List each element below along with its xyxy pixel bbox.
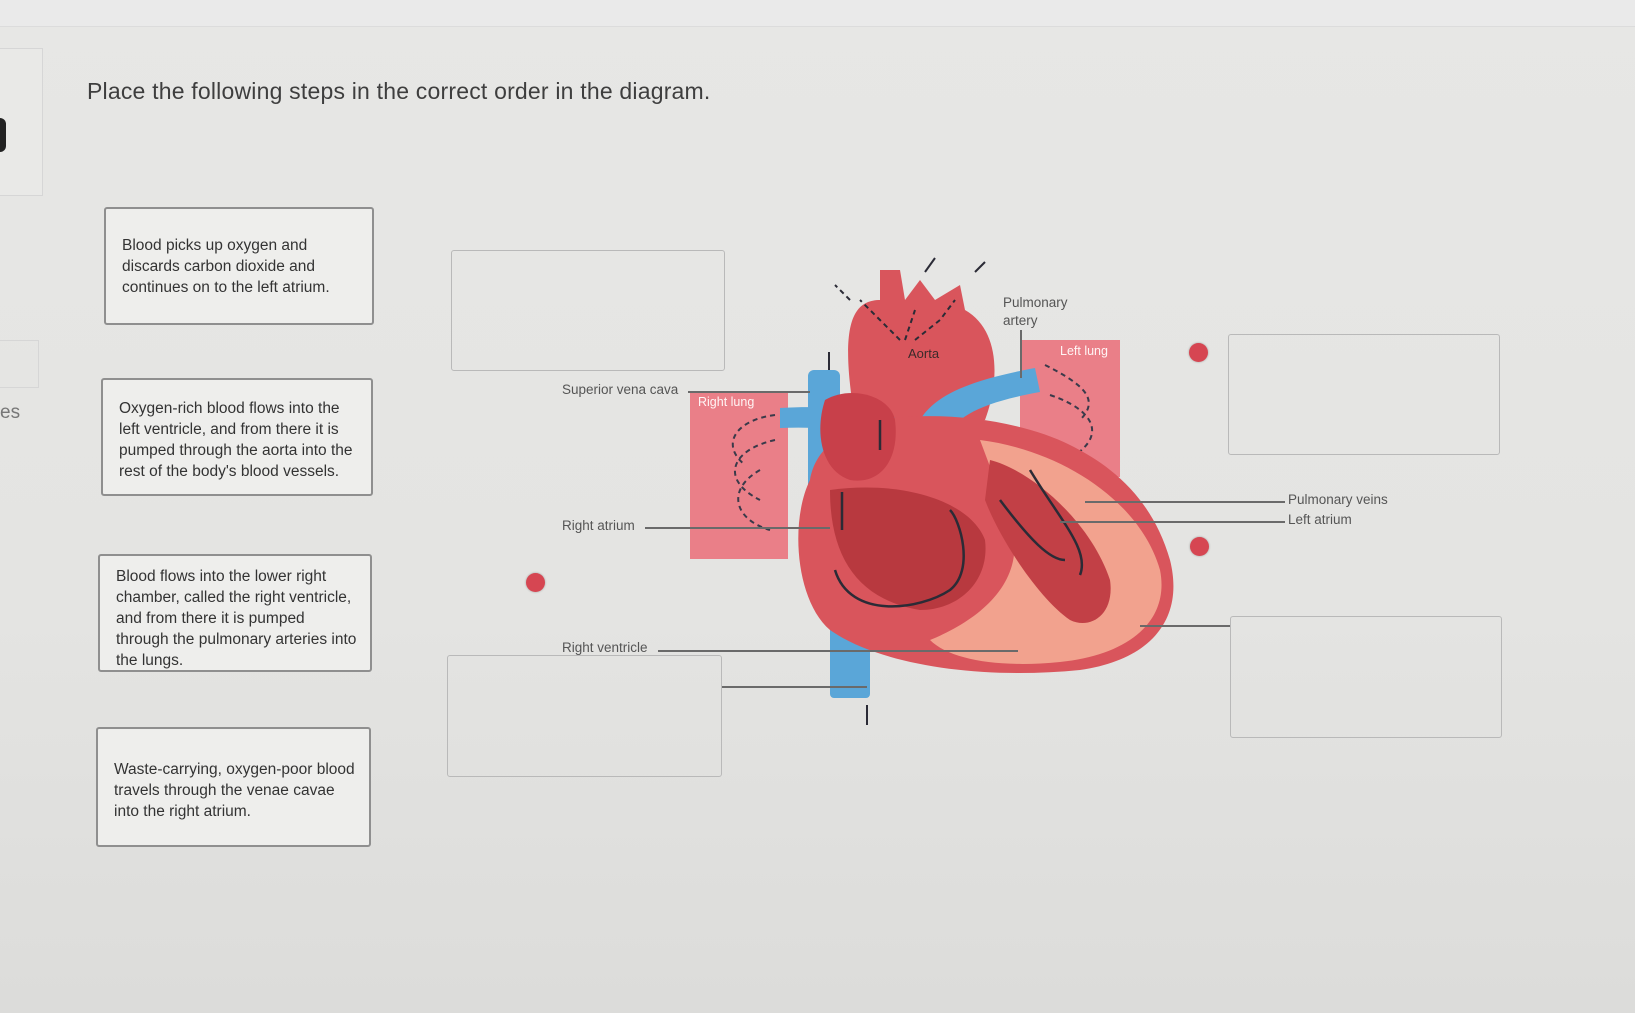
- pulmonary-veins-label: Pulmonary veins: [1288, 492, 1388, 507]
- drop-zone-2[interactable]: [1228, 334, 1500, 455]
- left-atrium-label: Left atrium: [1288, 512, 1352, 527]
- right-ventricle-label: Right ventricle: [562, 640, 648, 655]
- panel-handle[interactable]: [0, 118, 6, 152]
- right-ventricle-chamber: [830, 487, 986, 610]
- question-prompt: Place the following steps in the correct…: [87, 78, 711, 104]
- right-atrium-chamber: [820, 392, 896, 481]
- left-tab-label: es: [0, 402, 21, 423]
- aorta-label: Aorta: [908, 346, 940, 361]
- step-card-oxygen-pickup[interactable]: Blood picks up oxygen and discards carbo…: [104, 207, 374, 325]
- step-card-right-ventricle[interactable]: Blood flows into the lower right chamber…: [98, 554, 372, 672]
- blood-flow-lines: [833, 420, 1084, 608]
- drop-zone-4-connector: [722, 686, 867, 688]
- pulmonary-artery-line: [1020, 330, 1022, 378]
- left-atrium-line: [1060, 521, 1285, 523]
- pulmonary-veins-line: [1085, 501, 1285, 503]
- step-card-left-ventricle[interactable]: Oxygen-rich blood flows into the left ve…: [101, 378, 373, 496]
- right-lung-block: [690, 392, 788, 559]
- drop-zone-3-connector: [1140, 625, 1230, 627]
- step-text: Blood picks up oxygen and discards carbo…: [122, 237, 330, 296]
- aorta-flow-arrows: [834, 284, 956, 341]
- drop-zone-4[interactable]: [447, 655, 722, 777]
- marker-dot-top-right: [1189, 343, 1208, 362]
- lung-flow-arrows: [731, 364, 1094, 531]
- right-ventricle-line: [658, 650, 1018, 652]
- step-text: Blood flows into the lower right chamber…: [116, 568, 357, 669]
- right-atrium-label: Right atrium: [562, 518, 635, 533]
- top-toolbar: [0, 0, 1635, 27]
- aorta-arch: [848, 270, 995, 420]
- vessel-end-arrows: [828, 257, 986, 725]
- marker-dot-left: [526, 573, 545, 592]
- left-side-panel[interactable]: [0, 48, 43, 196]
- left-lung-label: Left lung: [1060, 344, 1108, 358]
- step-text: Oxygen-rich blood flows into the left ve…: [119, 400, 353, 480]
- superior-vena-cava-label: Superior vena cava: [562, 382, 679, 397]
- marker-dot-mid-right: [1190, 537, 1209, 556]
- right-atrium-line: [645, 527, 830, 529]
- right-lung-label: Right lung: [698, 395, 755, 409]
- left-ventricle-chamber: [985, 460, 1111, 624]
- drop-zone-3[interactable]: [1230, 616, 1502, 738]
- step-text: Waste-carrying, oxygen-poor blood travel…: [114, 761, 355, 820]
- left-side-tab[interactable]: [0, 340, 39, 388]
- step-card-venae-cavae[interactable]: Waste-carrying, oxygen-poor blood travel…: [96, 727, 371, 847]
- pulmonary-artery-label: Pulmonary artery: [1003, 295, 1068, 328]
- drop-zone-1[interactable]: [451, 250, 725, 371]
- superior-vena-cava-line: [688, 391, 810, 393]
